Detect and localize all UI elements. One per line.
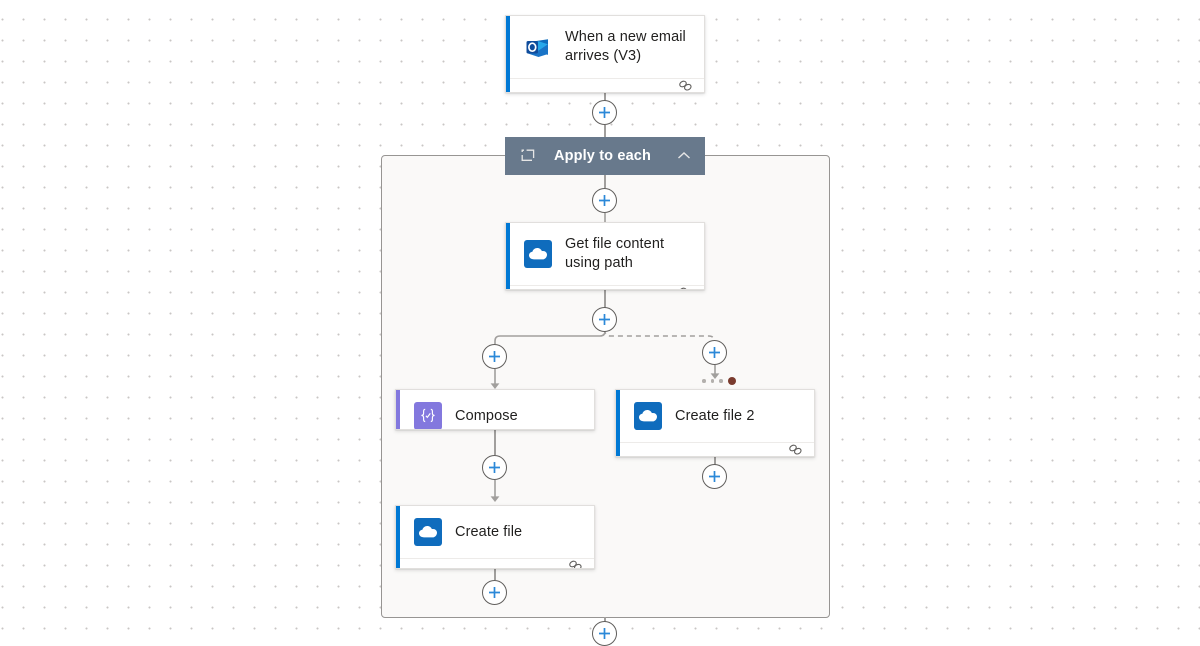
handle-dot-active <box>727 377 736 385</box>
onedrive-icon <box>414 518 442 546</box>
card-body: Compose <box>396 390 594 429</box>
connector-compose-to-insert <box>494 430 496 455</box>
card-accent-bar <box>616 390 620 456</box>
card-get-file-content-using-path[interactable]: Get file content using path <box>505 222 705 290</box>
compose-braces-icon <box>414 402 442 429</box>
card-footer <box>616 442 814 456</box>
handle-dot <box>710 379 714 383</box>
insert-after-get-file-button[interactable] <box>592 307 617 332</box>
card-footer <box>506 285 704 289</box>
chain-link-icon[interactable] <box>568 559 583 568</box>
connector-scope-to-insert <box>604 174 606 188</box>
card-title: Get file content using path <box>565 236 665 271</box>
card-when-a-new-email-arrives[interactable]: When a new email arrives (V3) <box>505 15 705 93</box>
connector-branch-left-to-compose <box>486 369 504 391</box>
card-title: Create file 2 <box>675 407 755 424</box>
card-create-file-2[interactable]: Create file 2 <box>615 389 815 457</box>
card-body: Get file content using path <box>506 223 704 285</box>
card-accent-bar <box>506 16 510 92</box>
card-accent-bar <box>506 223 510 289</box>
chevron-up-icon[interactable] <box>677 151 691 161</box>
card-body: Create file 2 <box>616 390 814 442</box>
connector-insert-to-create-file <box>486 480 504 504</box>
insert-after-scope-button[interactable] <box>592 621 617 646</box>
loop-icon <box>521 149 536 163</box>
insert-after-create-file-button[interactable] <box>482 580 507 605</box>
apply-to-each-header[interactable]: Apply to each <box>505 137 705 175</box>
insert-inside-scope-top-button[interactable] <box>592 188 617 213</box>
card-accent-bar <box>396 506 400 568</box>
card-accent-bar <box>396 390 400 429</box>
chain-link-icon[interactable] <box>788 443 803 456</box>
insert-after-create-file-2-button[interactable] <box>702 464 727 489</box>
insert-after-trigger-button[interactable] <box>592 100 617 125</box>
card-title: Compose <box>455 407 518 424</box>
chain-link-icon[interactable] <box>678 286 693 289</box>
connector-get-file-to-insert <box>604 289 606 308</box>
insert-branch-left-button[interactable] <box>482 344 507 369</box>
apply-to-each-title: Apply to each <box>553 148 652 164</box>
insert-after-compose-button[interactable] <box>482 455 507 480</box>
branch-drop-handle[interactable] <box>702 377 736 385</box>
card-footer <box>506 78 704 92</box>
handle-dot <box>719 379 723 383</box>
chain-link-icon[interactable] <box>678 79 693 92</box>
connector-branch-right-dashed <box>604 320 729 344</box>
card-body: When a new email arrives (V3) <box>506 16 704 78</box>
card-compose[interactable]: Compose <box>395 389 595 430</box>
card-title: Create file <box>455 523 523 540</box>
onedrive-icon <box>634 402 662 430</box>
connector-create-file-to-insert <box>494 569 496 580</box>
outlook-icon <box>524 33 552 61</box>
card-body: Create file <box>396 506 594 558</box>
card-footer <box>396 558 594 568</box>
card-create-file[interactable]: Create file <box>395 505 595 569</box>
connector-create-file-2-to-insert <box>714 455 716 465</box>
handle-dot <box>702 379 706 383</box>
card-title: When a new email arrives (V3) <box>565 29 686 64</box>
onedrive-icon <box>524 240 552 268</box>
connector-branch-right-to-handle <box>706 365 724 383</box>
insert-branch-right-button[interactable] <box>702 340 727 365</box>
